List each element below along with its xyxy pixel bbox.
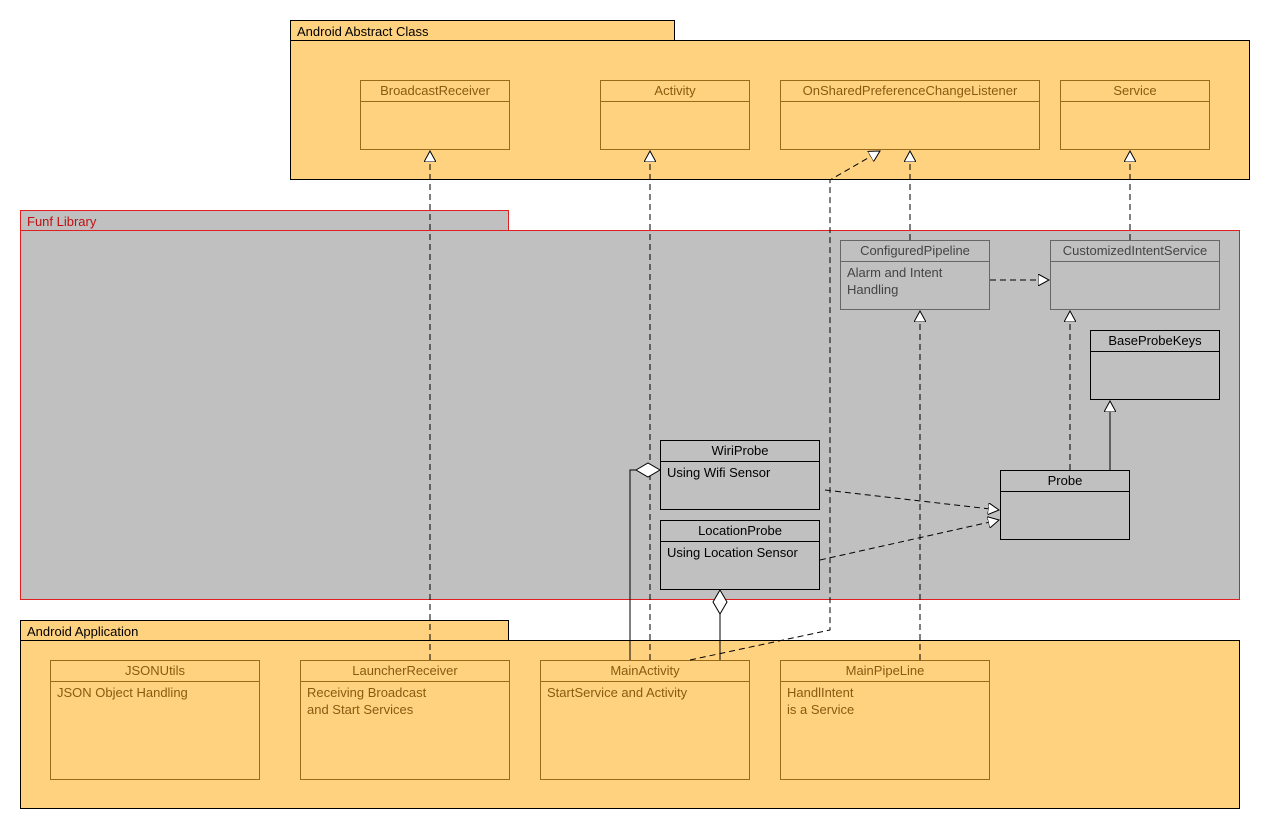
class-description: Receiving Broadcast and Start Services (307, 685, 427, 717)
class-wiri-probe[interactable]: WiriProbe Using Wifi Sensor (660, 440, 820, 510)
class-name: Probe (1001, 471, 1129, 492)
class-name: BaseProbeKeys (1091, 331, 1219, 352)
class-customized-intent-service[interactable]: CustomizedIntentService (1050, 240, 1220, 310)
package-tab-funf-library: Funf Library (20, 210, 509, 231)
class-name: BroadcastReceiver (361, 81, 509, 102)
class-description: JSON Object Handling (57, 685, 188, 700)
package-label: Funf Library (27, 214, 97, 229)
class-name: Service (1061, 81, 1209, 102)
class-main-pipeline[interactable]: MainPipeLine HandlIntent is a Service (780, 660, 990, 780)
class-on-shared-preference-change-listener[interactable]: OnSharedPreferenceChangeListener (780, 80, 1040, 150)
class-launcher-receiver[interactable]: LauncherReceiver Receiving Broadcast and… (300, 660, 510, 780)
package-label: Android Abstract Class (297, 24, 429, 39)
class-name: MainPipeLine (781, 661, 989, 682)
package-tab-android-application: Android Application (20, 620, 509, 641)
class-json-utils[interactable]: JSONUtils JSON Object Handling (50, 660, 260, 780)
class-activity[interactable]: Activity (600, 80, 750, 150)
class-name: LauncherReceiver (301, 661, 509, 682)
class-description: StartService and Activity (547, 685, 688, 700)
class-description: Alarm and Intent Handling (847, 265, 943, 297)
package-label: Android Application (27, 624, 139, 639)
class-probe[interactable]: Probe (1000, 470, 1130, 540)
class-main-activity[interactable]: MainActivity StartService and Activity (540, 660, 750, 780)
class-name: ConfiguredPipeline (841, 241, 989, 262)
class-name: CustomizedIntentService (1051, 241, 1219, 262)
class-name: JSONUtils (51, 661, 259, 682)
class-name: WiriProbe (661, 441, 819, 462)
class-broadcast-receiver[interactable]: BroadcastReceiver (360, 80, 510, 150)
class-configured-pipeline[interactable]: ConfiguredPipeline Alarm and Intent Hand… (840, 240, 990, 310)
class-name: OnSharedPreferenceChangeListener (781, 81, 1039, 102)
class-name: LocationProbe (661, 521, 819, 542)
class-service[interactable]: Service (1060, 80, 1210, 150)
class-description: Using Wifi Sensor (667, 465, 771, 480)
class-location-probe[interactable]: LocationProbe Using Location Sensor (660, 520, 820, 590)
class-description: HandlIntent is a Service (787, 685, 855, 717)
class-description: Using Location Sensor (667, 545, 798, 560)
class-base-probe-keys[interactable]: BaseProbeKeys (1090, 330, 1220, 400)
package-tab-android-abstract: Android Abstract Class (290, 20, 675, 41)
class-name: Activity (601, 81, 749, 102)
class-name: MainActivity (541, 661, 749, 682)
